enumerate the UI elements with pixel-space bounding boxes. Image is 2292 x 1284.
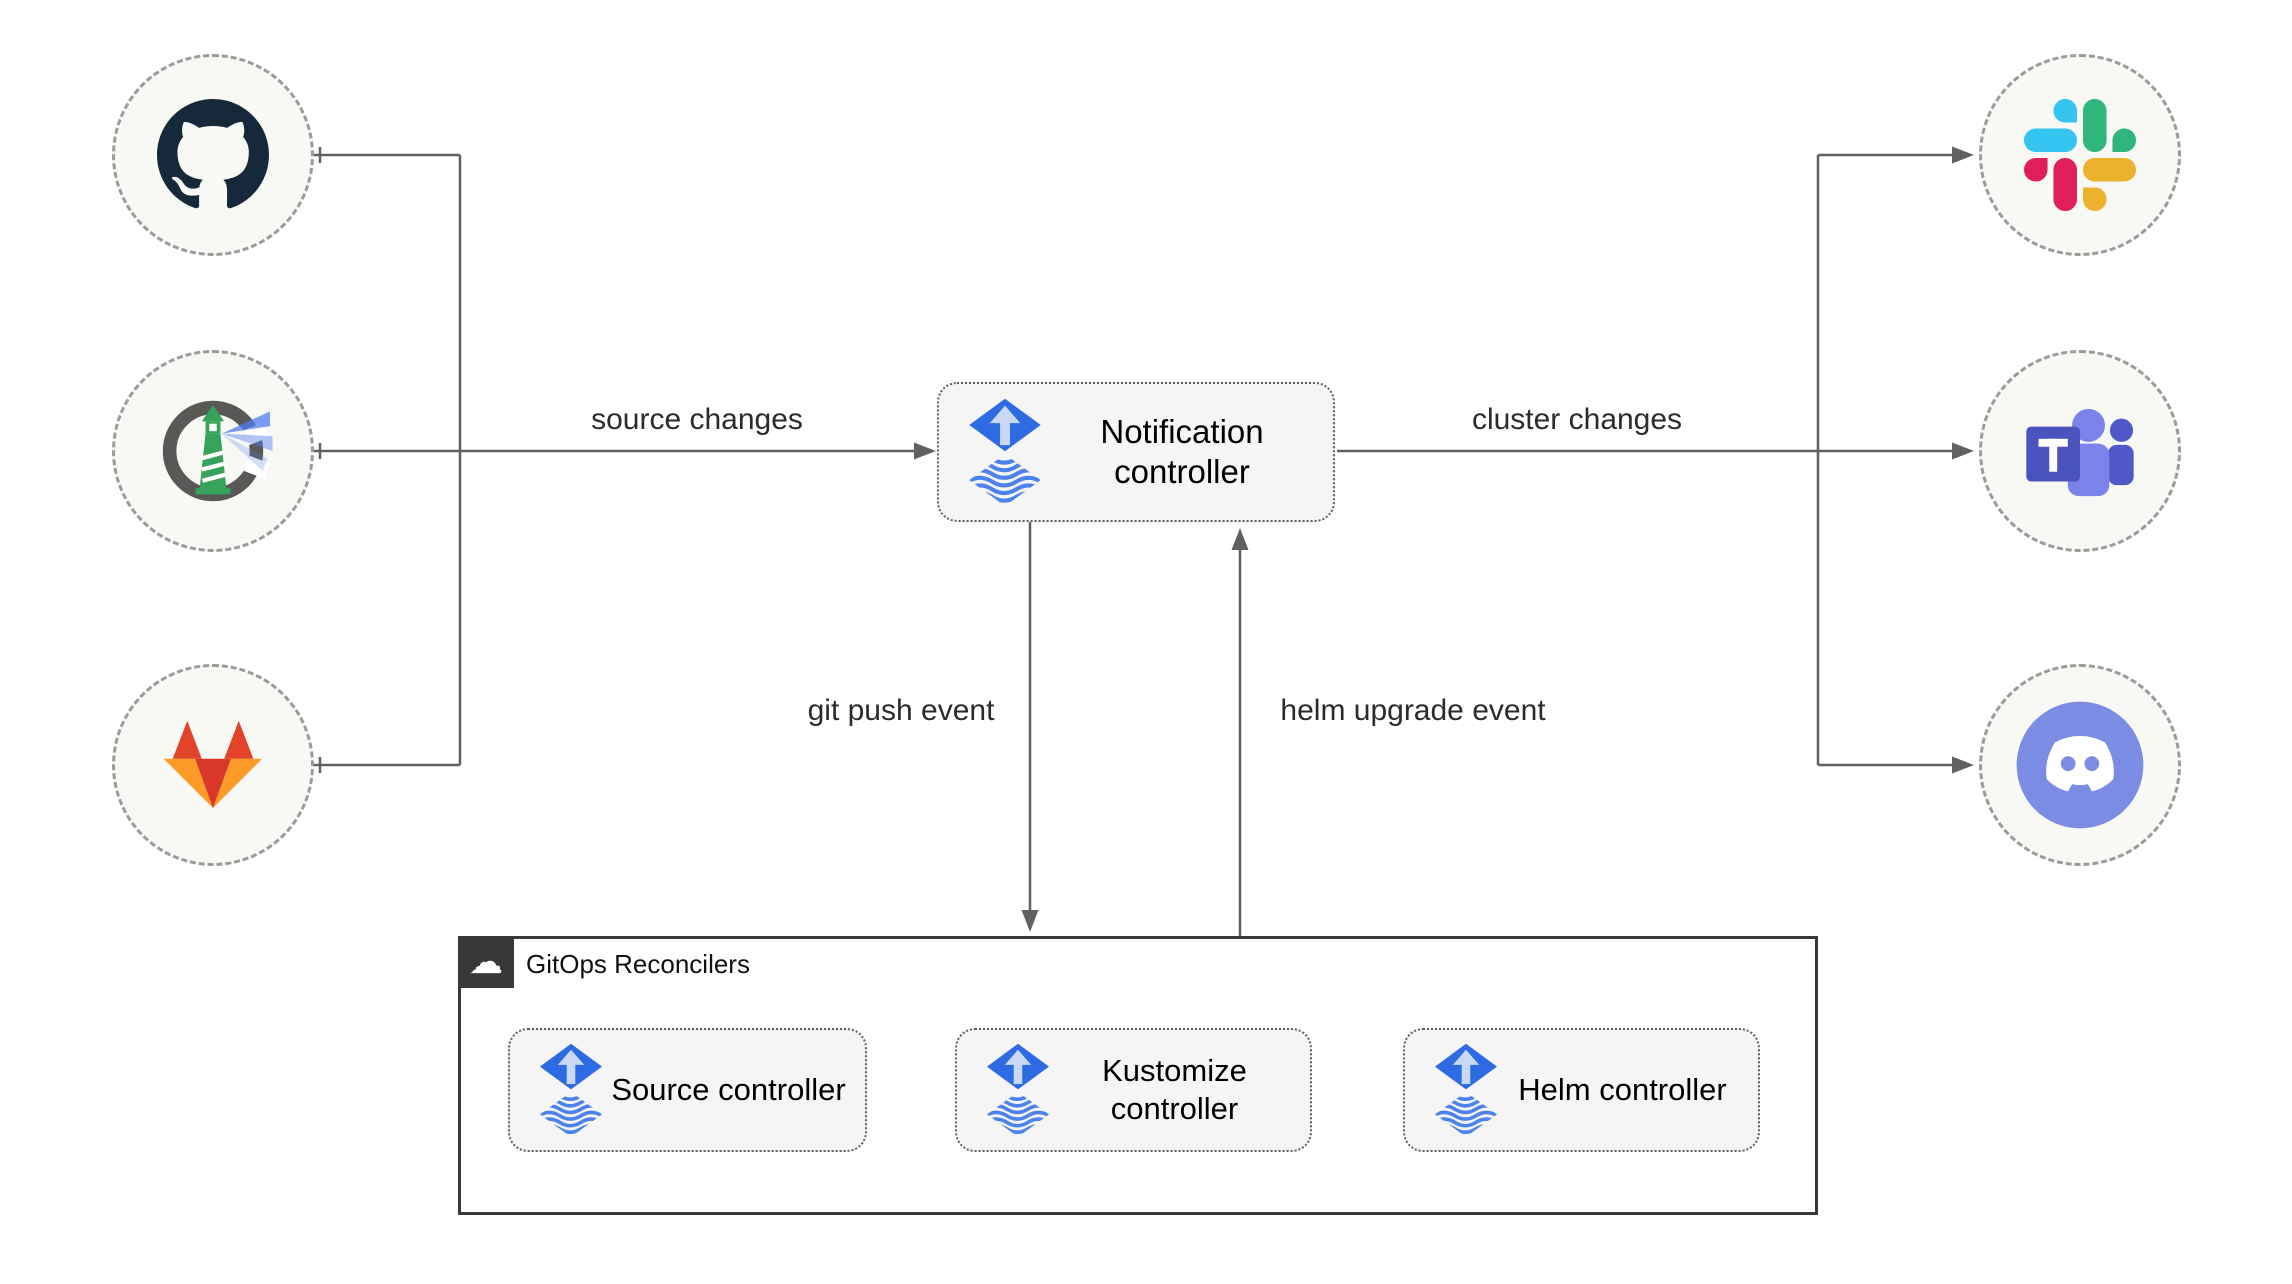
discord-icon	[2016, 701, 2144, 829]
node-discord	[1979, 664, 2181, 866]
flux-icon	[985, 1043, 1051, 1137]
cloud-icon: ☁	[458, 936, 514, 988]
helm-controller-label: Helm controller	[1518, 1072, 1727, 1108]
gitops-reconcilers-label: GitOps Reconcilers	[526, 949, 750, 979]
slack-icon	[2024, 99, 2136, 211]
flux-icon	[1433, 1043, 1499, 1137]
arrowhead-into-discord	[1952, 756, 1974, 774]
flux-icon	[967, 398, 1043, 506]
node-kustomize-controller: Kustomize controller	[955, 1028, 1312, 1152]
node-source-controller: Source controller	[508, 1028, 867, 1152]
arrowhead-into-notification-bottom	[1231, 528, 1249, 550]
github-icon	[157, 99, 269, 209]
arrowhead-into-teams	[1952, 442, 1974, 460]
microsoft-teams-icon	[2026, 408, 2134, 497]
arrowhead-into-gitops	[1021, 910, 1039, 932]
node-harbor	[112, 350, 314, 552]
harbor-icon	[162, 400, 273, 502]
arrowhead-into-notification	[914, 442, 936, 460]
node-gitlab	[112, 664, 314, 866]
source-controller-label: Source controller	[611, 1072, 846, 1108]
notification-controller-label: Notification controller	[1100, 412, 1264, 490]
gitlab-icon	[163, 720, 263, 808]
node-helm-controller: Helm controller	[1403, 1028, 1760, 1152]
node-github	[112, 54, 314, 256]
node-microsoft-teams	[1979, 350, 2181, 552]
kustomize-controller-label: Kustomize controller	[1102, 1053, 1247, 1126]
edge-label-source-changes: source changes	[591, 403, 803, 436]
edge-label-cluster-changes: cluster changes	[1471, 403, 1683, 436]
node-slack	[1979, 54, 2181, 256]
flux-icon	[538, 1043, 604, 1137]
edge-label-helm-upgrade-event: helm upgrade event	[1280, 694, 1546, 727]
edge-label-git-push-event: git push event	[807, 694, 995, 727]
node-notification-controller: Notification controller	[937, 382, 1335, 522]
arrowhead-into-slack	[1952, 146, 1974, 164]
